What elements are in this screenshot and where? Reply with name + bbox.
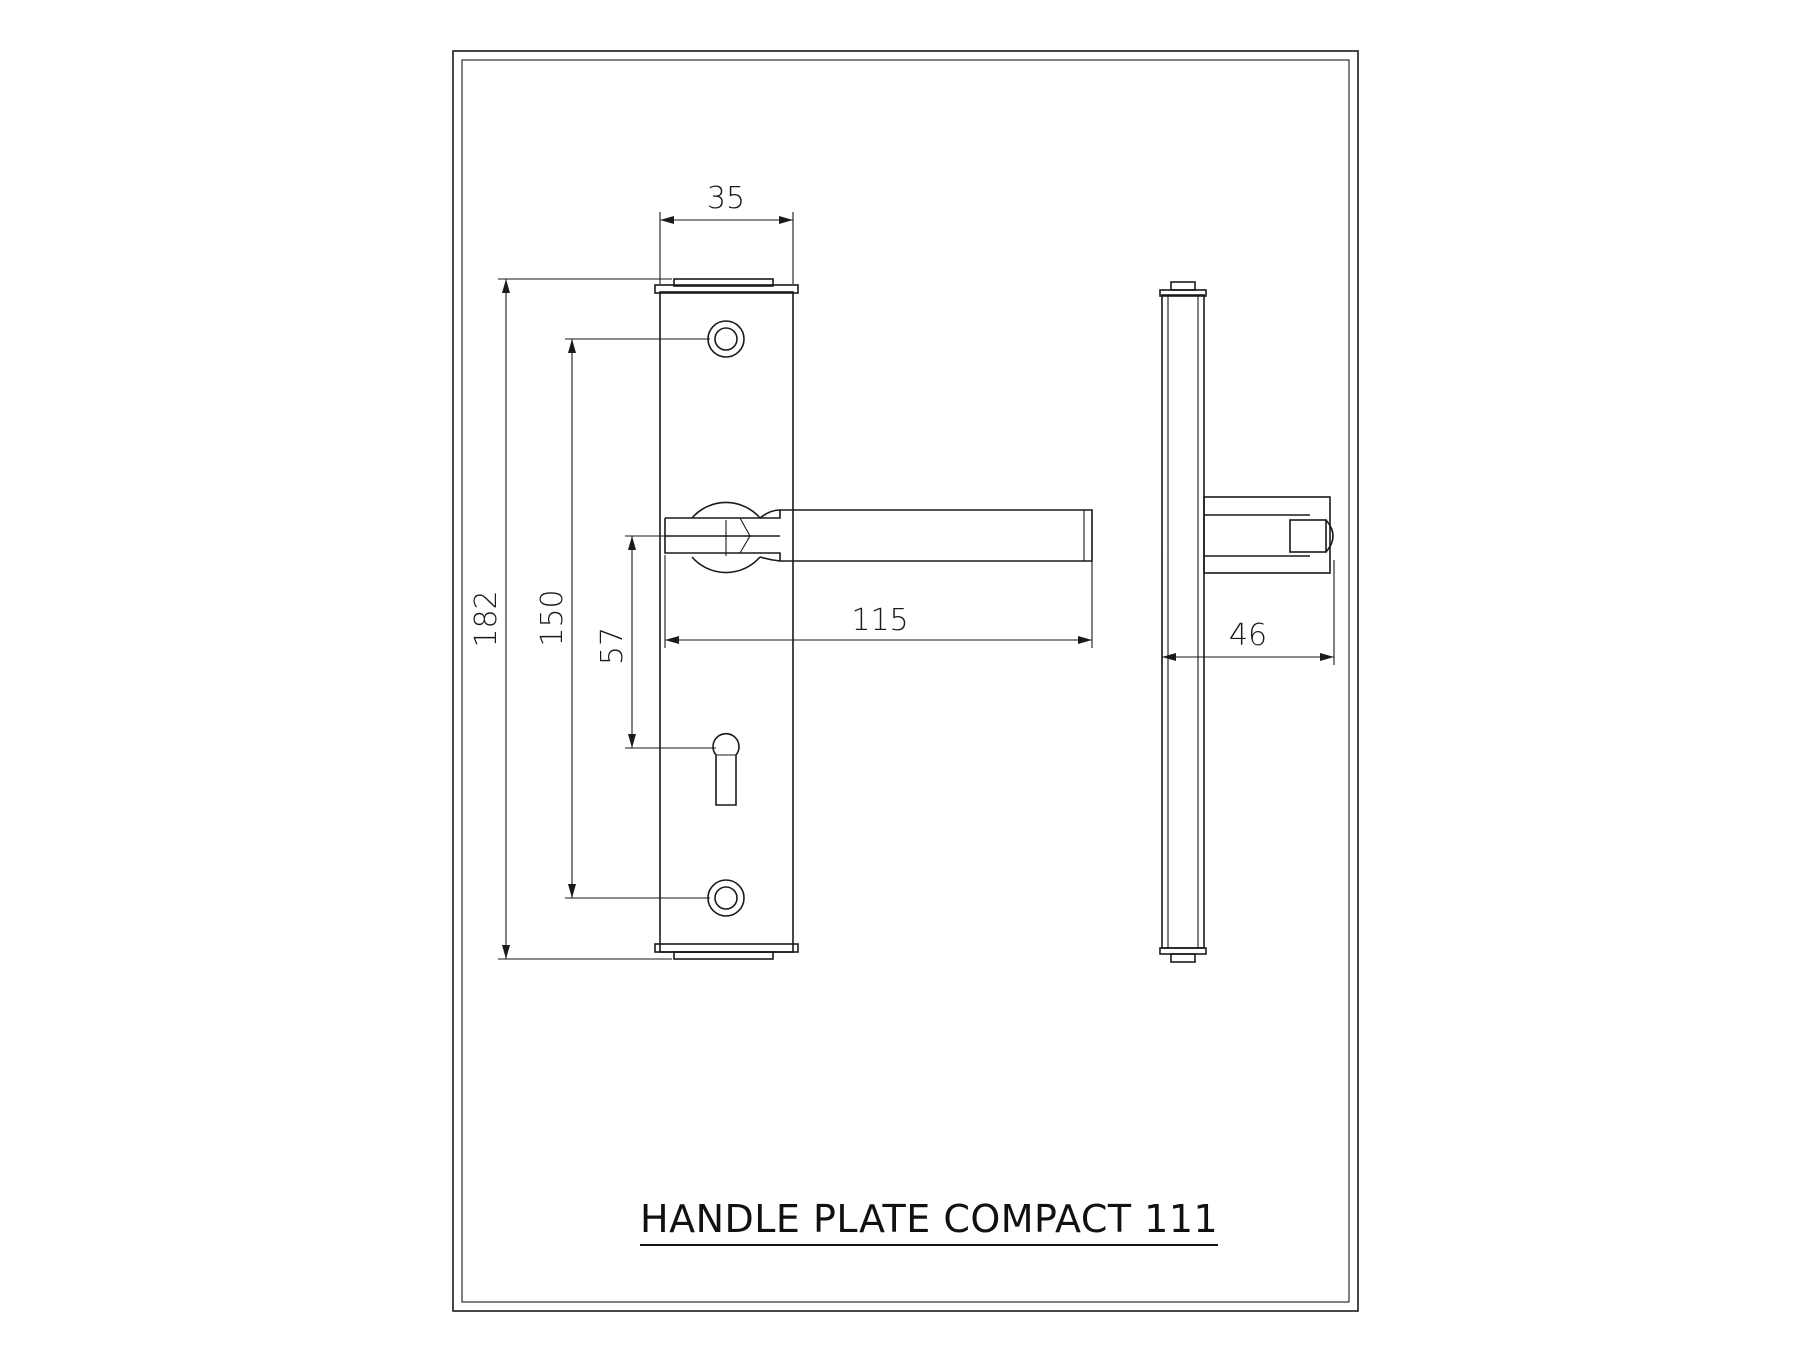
bottom-cap-tab xyxy=(673,951,774,960)
keyhole xyxy=(712,732,740,806)
dimension-overall-height: 182 xyxy=(469,278,672,960)
bottom-cap xyxy=(654,943,799,953)
side-lever xyxy=(1203,496,1334,574)
upper-screw xyxy=(707,320,745,358)
back-plate xyxy=(659,291,794,953)
dimension-screw-spacing: 150 xyxy=(535,338,710,899)
dim-label-182: 182 xyxy=(469,590,504,647)
front-view xyxy=(654,278,1093,960)
dim-label-57: 57 xyxy=(595,627,630,665)
dimension-backset: 57 xyxy=(595,535,716,749)
top-cap xyxy=(654,284,799,294)
handle-rose xyxy=(691,501,781,574)
dim-label-115: 115 xyxy=(851,603,908,638)
drawing-title: HANDLE PLATE COMPACT 111 xyxy=(640,1197,1219,1241)
dim-label-46: 46 xyxy=(1229,618,1267,653)
top-cap-tab xyxy=(673,278,774,287)
sheet-frame xyxy=(452,50,1359,1312)
dim-label-35: 35 xyxy=(707,181,745,216)
dimension-handle-length: 115 xyxy=(664,555,1093,648)
dimension-plate-width: 35 xyxy=(659,181,794,284)
dim-label-150: 150 xyxy=(535,589,570,646)
dimension-projection: 46 xyxy=(1161,550,1335,665)
lower-screw xyxy=(707,879,745,917)
title-underline xyxy=(640,1244,1218,1246)
